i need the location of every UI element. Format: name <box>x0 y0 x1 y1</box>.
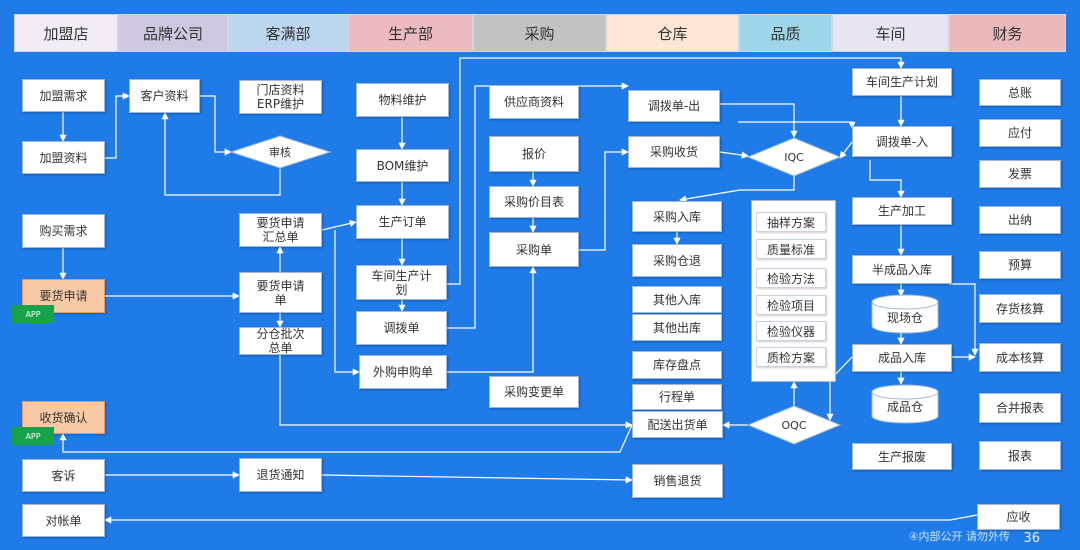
footer-confidential: ④内部公开 请勿外传 <box>908 530 1010 543</box>
node-workshop-plan[interactable]: 车间生产计划 <box>852 68 952 96</box>
node-purchase-receipt[interactable]: 采购收货 <box>628 136 720 168</box>
node-transfer-order[interactable]: 调拨单 <box>356 311 447 345</box>
node-bom-maint[interactable]: BOM维护 <box>356 149 449 182</box>
review-diamond <box>229 135 332 169</box>
node-price-list[interactable]: 采购价目表 <box>489 186 579 218</box>
site-warehouse-cylinder <box>871 294 939 334</box>
lane-header-customer-service: 客满部 <box>228 14 348 52</box>
node-consolidated[interactable]: 合并报表 <box>979 393 1061 423</box>
node-quote[interactable]: 报价 <box>489 136 579 172</box>
node-delivery-order[interactable]: 配送出货单 <box>632 411 723 438</box>
node-semi-in[interactable]: 半成品入库 <box>852 255 952 284</box>
node-production-order[interactable]: 生产订单 <box>356 205 449 239</box>
node-cashier[interactable]: 出纳 <box>979 206 1061 234</box>
node-split-summary[interactable]: 分仓批次 总单 <box>239 327 322 355</box>
node-reconcile[interactable]: 对帐单 <box>22 504 105 537</box>
page-number: 36 <box>1023 531 1040 546</box>
lane-header-production: 生产部 <box>348 14 473 52</box>
iqc-item[interactable]: 检验仪器 <box>756 321 826 341</box>
node-request-summary[interactable]: 要货申请 汇总单 <box>239 213 322 247</box>
node-prod-process[interactable]: 生产加工 <box>852 197 952 225</box>
oqc-diamond <box>746 405 842 445</box>
node-purchase-change[interactable]: 采购变更单 <box>489 376 579 408</box>
iqc-diamond <box>746 137 842 177</box>
node-other-in[interactable]: 其他入库 <box>632 286 722 313</box>
node-outsource-order[interactable]: 外购申购单 <box>359 355 447 389</box>
node-invoice[interactable]: 发票 <box>979 160 1061 188</box>
node-purchase-in[interactable]: 采购入库 <box>632 201 722 232</box>
node-franchise-demand[interactable]: 加盟需求 <box>22 79 105 112</box>
node-workshop-plan-prod[interactable]: 车间生产计 划 <box>356 265 447 300</box>
node-prod-scrap[interactable]: 生产报废 <box>852 443 952 470</box>
lane-header-quality: 品质 <box>739 14 832 52</box>
iqc-item[interactable]: 质量标准 <box>756 239 826 259</box>
lane-header-warehouse: 仓库 <box>606 14 739 52</box>
node-receivable[interactable]: 应收 <box>977 504 1060 530</box>
iqc-checklist: 抽样方案 质量标准 检验方法 检验项目 检验仪器 质检方案 <box>751 200 836 382</box>
node-customer-info[interactable]: 客户资料 <box>129 79 200 113</box>
node-cost-acct[interactable]: 成本核算 <box>979 343 1061 372</box>
node-purchase-demand[interactable]: 购买需求 <box>22 214 105 248</box>
node-ledger[interactable]: 总账 <box>979 79 1061 106</box>
node-store-info[interactable]: 门店资料 ERP维护 <box>239 80 322 114</box>
app-badge: APP <box>12 305 54 323</box>
node-supplier-info[interactable]: 供应商资料 <box>489 85 579 119</box>
node-sales-return[interactable]: 销售退货 <box>632 464 723 498</box>
node-material-maint[interactable]: 物料维护 <box>356 83 449 117</box>
iqc-item[interactable]: 检验方法 <box>756 268 826 288</box>
lane-header-workshop: 车间 <box>832 14 949 52</box>
node-inventory-acct[interactable]: 存货核算 <box>979 294 1061 323</box>
finished-warehouse-cylinder <box>871 384 939 424</box>
node-purchase-order[interactable]: 采购单 <box>489 232 579 267</box>
node-complaint[interactable]: 客诉 <box>22 459 105 492</box>
lane-header-purchasing: 采购 <box>473 14 606 52</box>
node-payable[interactable]: 应付 <box>979 119 1061 147</box>
node-request-form[interactable]: 要货申请 单 <box>239 272 322 313</box>
iqc-item[interactable]: 检验项目 <box>756 295 826 315</box>
node-trip-order[interactable]: 行程单 <box>632 384 722 410</box>
node-stock-count[interactable]: 库存盘点 <box>632 351 722 379</box>
node-return-notice[interactable]: 退货通知 <box>239 458 322 492</box>
node-franchise-info[interactable]: 加盟资料 <box>22 141 105 174</box>
app-badge-receipt: APP <box>12 427 54 445</box>
node-budget[interactable]: 预算 <box>979 251 1061 279</box>
node-finished-in[interactable]: 成品入库 <box>852 344 952 372</box>
iqc-item[interactable]: 质检方案 <box>756 347 826 367</box>
lane-header-finance: 财务 <box>949 14 1066 52</box>
node-transfer-out[interactable]: 调拨单-出 <box>628 90 720 122</box>
node-reports[interactable]: 报表 <box>979 441 1061 470</box>
lane-header-brand: 品牌公司 <box>118 14 228 52</box>
node-other-out[interactable]: 其他出库 <box>632 314 722 341</box>
node-transfer-in[interactable]: 调拨单-入 <box>852 126 952 157</box>
lane-header-franchise: 加盟店 <box>14 14 118 52</box>
iqc-item[interactable]: 抽样方案 <box>756 212 826 232</box>
node-purchase-return[interactable]: 采购仓退 <box>632 244 722 277</box>
node-request-goods[interactable]: 要货申请 <box>22 279 105 313</box>
